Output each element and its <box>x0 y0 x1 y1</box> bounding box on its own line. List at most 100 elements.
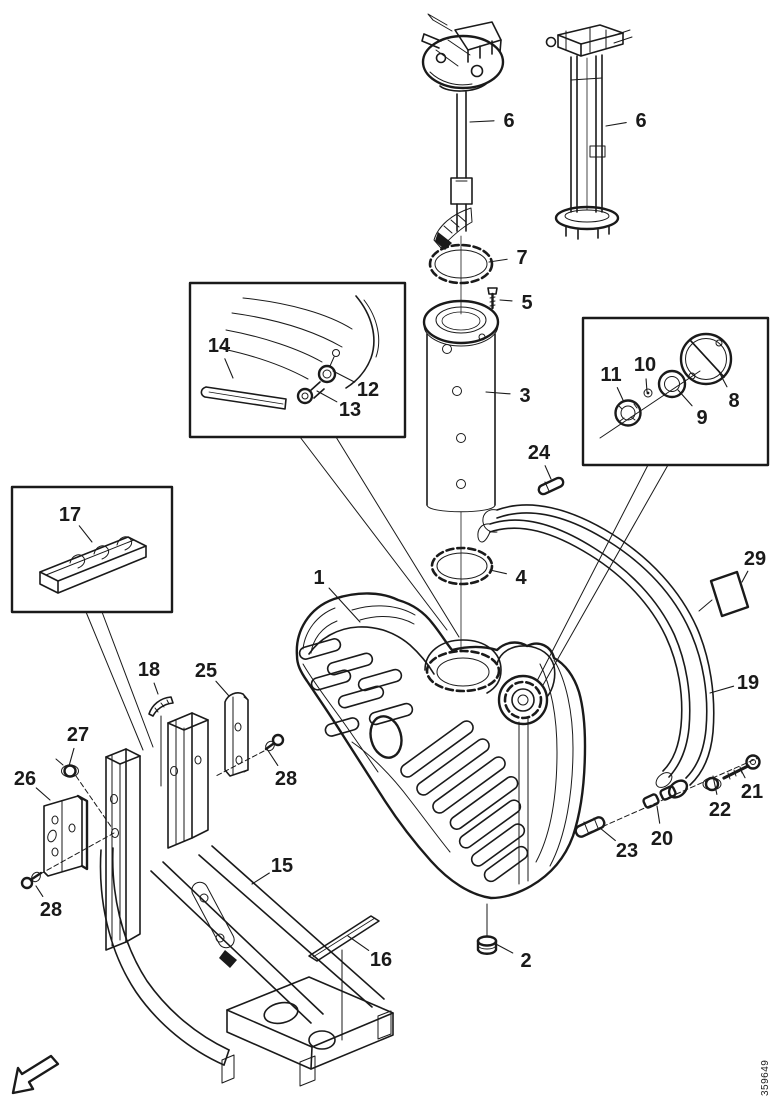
detail-pointer-cap-1 <box>536 464 649 682</box>
detail-pointer-clip-2 <box>101 611 154 748</box>
callout-2: 2 <box>520 950 531 972</box>
leader-line-21 <box>740 769 746 779</box>
callout-20: 20 <box>651 828 673 850</box>
plate-25-drawing <box>224 692 249 777</box>
callout-5: 5 <box>521 292 532 314</box>
leader-line-17 <box>78 525 93 543</box>
leader-line-15 <box>251 872 270 885</box>
drawing-number: 359649 <box>760 1060 771 1096</box>
leader-line-6 <box>605 121 627 127</box>
leader-line-5 <box>499 299 513 302</box>
leader-line-7 <box>488 258 508 263</box>
retainer-ring-11-drawing <box>614 399 642 427</box>
leader-line-24 <box>544 465 552 480</box>
leader-line-28 <box>35 885 44 897</box>
callout-28: 28 <box>40 899 62 921</box>
drain-plug-drawing <box>476 903 498 955</box>
callout-21: 21 <box>741 781 763 803</box>
leader-line-20 <box>656 805 661 824</box>
leader-line-10 <box>645 378 648 393</box>
strap-hardware-drawing <box>537 476 761 838</box>
hose-14-drawing <box>200 386 287 410</box>
detail-pointer-clip-1 <box>85 611 144 751</box>
sleeve-23-drawing <box>574 816 606 838</box>
detail-box-clip-bar <box>10 485 174 614</box>
leader-line-4 <box>489 569 507 575</box>
screw-drawing <box>487 287 498 310</box>
bracket-26-drawing <box>43 794 89 877</box>
clip-18-drawing <box>148 696 174 787</box>
callout-17: 17 <box>59 504 81 526</box>
leader-line-8 <box>717 369 728 388</box>
callout-16: 16 <box>370 949 392 971</box>
nut-22-drawing <box>702 776 722 792</box>
tank-straps-drawing <box>477 504 715 799</box>
callout-7: 7 <box>516 247 527 269</box>
bolt-27-drawing <box>55 758 113 829</box>
callout-1: 1 <box>313 567 324 589</box>
tank-ribs-front <box>400 720 529 883</box>
leader-line-25 <box>215 680 230 697</box>
fuel-tank-drawing <box>295 592 587 900</box>
leader-line-12 <box>332 370 356 383</box>
leader-line-22 <box>712 775 718 795</box>
support-frame-drawing <box>99 712 394 1087</box>
leader-line-28 <box>266 748 279 767</box>
callout-15: 15 <box>271 855 293 877</box>
leader-line-27 <box>68 747 75 767</box>
callout-29: 29 <box>744 548 766 570</box>
callout-19: 19 <box>737 672 759 694</box>
callout-8: 8 <box>728 390 739 412</box>
bolt-21-drawing <box>722 754 761 780</box>
shim-strip-drawing <box>308 915 380 1041</box>
leader-line-14 <box>224 358 234 379</box>
leader-line-2 <box>493 942 514 954</box>
leader-line-16 <box>347 935 370 951</box>
fuel-pickup-tube-drawing <box>422 299 500 513</box>
callout-26: 26 <box>14 768 36 790</box>
callout-18: 18 <box>138 659 160 681</box>
callout-10: 10 <box>634 354 656 376</box>
detail-pointer-hose-2 <box>335 436 460 638</box>
detail-pointer-cap-2 <box>542 464 669 686</box>
callout-12: 12 <box>357 379 379 401</box>
callout-9: 9 <box>696 407 707 429</box>
spring-pin-24-drawing <box>537 476 565 496</box>
callout-28: 28 <box>275 768 297 790</box>
detail-box-cap <box>581 316 770 467</box>
callout-23: 23 <box>616 840 638 862</box>
leader-line-13 <box>316 390 338 403</box>
callout-4: 4 <box>515 567 527 589</box>
grommet-12-drawing <box>317 349 340 384</box>
callout-22: 22 <box>709 799 731 821</box>
detail-pointer-hose-1 <box>299 436 448 631</box>
gasket-9-drawing <box>657 369 687 399</box>
callout-6: 6 <box>503 110 514 132</box>
callout-11: 11 <box>600 364 621 386</box>
pin-10-drawing <box>643 388 653 398</box>
bolt-28-right-drawing <box>215 733 285 777</box>
callout-3: 3 <box>519 385 530 407</box>
leader-line-6 <box>469 120 495 123</box>
fuel-sender-tube-drawing <box>545 24 633 240</box>
callout-25: 25 <box>195 660 217 682</box>
bolt-28-left-drawing <box>20 832 115 890</box>
detail-box-hose <box>188 281 407 439</box>
decal-29-drawing <box>698 570 750 618</box>
leader-line-11 <box>616 387 624 401</box>
fuel-sender-float-drawing <box>421 13 505 250</box>
leader-line-23 <box>599 827 616 842</box>
callout-24: 24 <box>528 442 551 464</box>
callout-27: 27 <box>67 724 89 746</box>
leader-line-9 <box>677 389 693 407</box>
fitting-13-drawing <box>296 381 325 405</box>
connector-20-drawing <box>642 785 677 809</box>
callout-13: 13 <box>339 399 361 421</box>
leader-line-18 <box>153 682 159 695</box>
callout-14: 14 <box>208 335 231 357</box>
leader-line-1 <box>328 587 361 623</box>
leader-line-3 <box>485 391 511 395</box>
